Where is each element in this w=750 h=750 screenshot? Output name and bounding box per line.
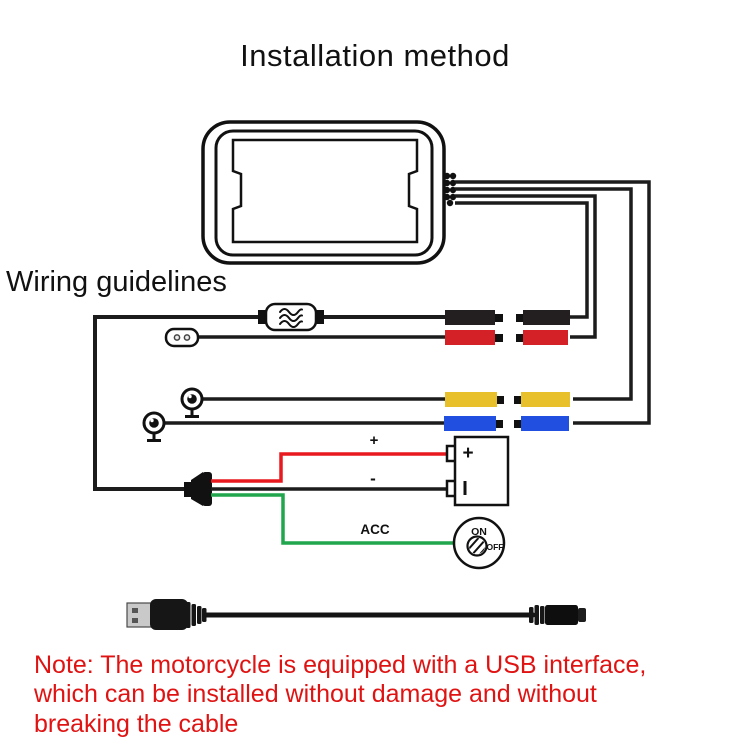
connector-yellow-right-tip bbox=[514, 396, 521, 404]
connector-black-left-tip bbox=[495, 314, 503, 322]
device-harness-wires bbox=[455, 180, 651, 425]
device-screen bbox=[231, 138, 419, 244]
indicator-pin bbox=[183, 334, 191, 341]
connector-black-left bbox=[445, 310, 495, 325]
ring-terminal-1 bbox=[180, 387, 204, 418]
power-plug bbox=[184, 472, 212, 506]
usb-strain-relief bbox=[186, 602, 207, 628]
connector-blue-left bbox=[444, 416, 496, 431]
battery: + bbox=[445, 435, 510, 507]
connector-yellow-right bbox=[521, 392, 570, 407]
switch-on-label: ON bbox=[471, 526, 487, 538]
connector-blue-right-tip bbox=[514, 420, 521, 428]
usb-plug-shell bbox=[126, 602, 153, 628]
harness-wire-red-branch bbox=[455, 194, 597, 339]
usb-plug-hole bbox=[132, 618, 138, 623]
harness-wire-yellow-branch bbox=[455, 187, 633, 401]
usb-tail-connector bbox=[545, 605, 578, 625]
indicator-pin bbox=[173, 334, 181, 341]
connector-yellow-left-tip bbox=[497, 396, 504, 404]
acc-wire bbox=[211, 493, 456, 545]
connector-black-right bbox=[523, 310, 570, 325]
battery-positive-wire bbox=[211, 452, 446, 483]
ignition-switch: ON OFF bbox=[452, 516, 506, 570]
connector-red-left bbox=[445, 330, 495, 345]
note-text: Note: The motorcycle is equipped with a … bbox=[34, 651, 724, 739]
battery-plus-mark: + bbox=[462, 443, 473, 464]
plus-wire-label: + bbox=[370, 432, 379, 449]
note-line: which can be installed without damage an… bbox=[34, 680, 597, 709]
note-line: Note: The motorcycle is equipped with a … bbox=[34, 651, 647, 679]
module-body bbox=[264, 302, 318, 332]
connector-blue-right bbox=[521, 416, 569, 431]
connector-red-right bbox=[523, 330, 568, 345]
harness-wire-black-branch bbox=[455, 201, 589, 319]
connector-blue-left-tip bbox=[496, 420, 503, 428]
usb-tail-ribs bbox=[529, 605, 545, 625]
filter-module bbox=[258, 302, 324, 332]
keyhole-icon bbox=[466, 535, 488, 557]
module-collar-left bbox=[258, 310, 268, 324]
connector-red-right-tip bbox=[516, 334, 523, 342]
harness-braid bbox=[443, 172, 457, 207]
usb-cable bbox=[126, 599, 586, 630]
usb-tail-tip bbox=[578, 608, 586, 622]
acc-label: ACC bbox=[360, 522, 389, 537]
indicator-connector-body bbox=[164, 327, 200, 348]
battery-wires bbox=[211, 452, 456, 545]
indicator-connector bbox=[164, 327, 200, 348]
main-power-wire bbox=[93, 315, 445, 491]
connector-yellow-left bbox=[445, 392, 497, 407]
supply-wires bbox=[93, 315, 445, 491]
usb-plug-body bbox=[150, 599, 188, 630]
connector-black-right-tip bbox=[516, 314, 523, 322]
note-line: breaking the cable bbox=[34, 709, 239, 738]
ring-terminal-2 bbox=[142, 411, 166, 442]
page-title: Installation method bbox=[240, 38, 510, 73]
section-title: Wiring guidelines bbox=[6, 266, 227, 298]
module-collar-right bbox=[314, 310, 324, 324]
harness-wire-blue-branch bbox=[455, 180, 651, 425]
display-device bbox=[201, 120, 457, 265]
connector-pairs bbox=[444, 310, 570, 431]
wave-icon bbox=[279, 308, 303, 328]
switch-off-label: OFF bbox=[487, 542, 504, 552]
minus-wire-label: - bbox=[370, 469, 376, 488]
connector-red-left-tip bbox=[495, 334, 503, 342]
usb-plug-hole bbox=[132, 608, 138, 613]
